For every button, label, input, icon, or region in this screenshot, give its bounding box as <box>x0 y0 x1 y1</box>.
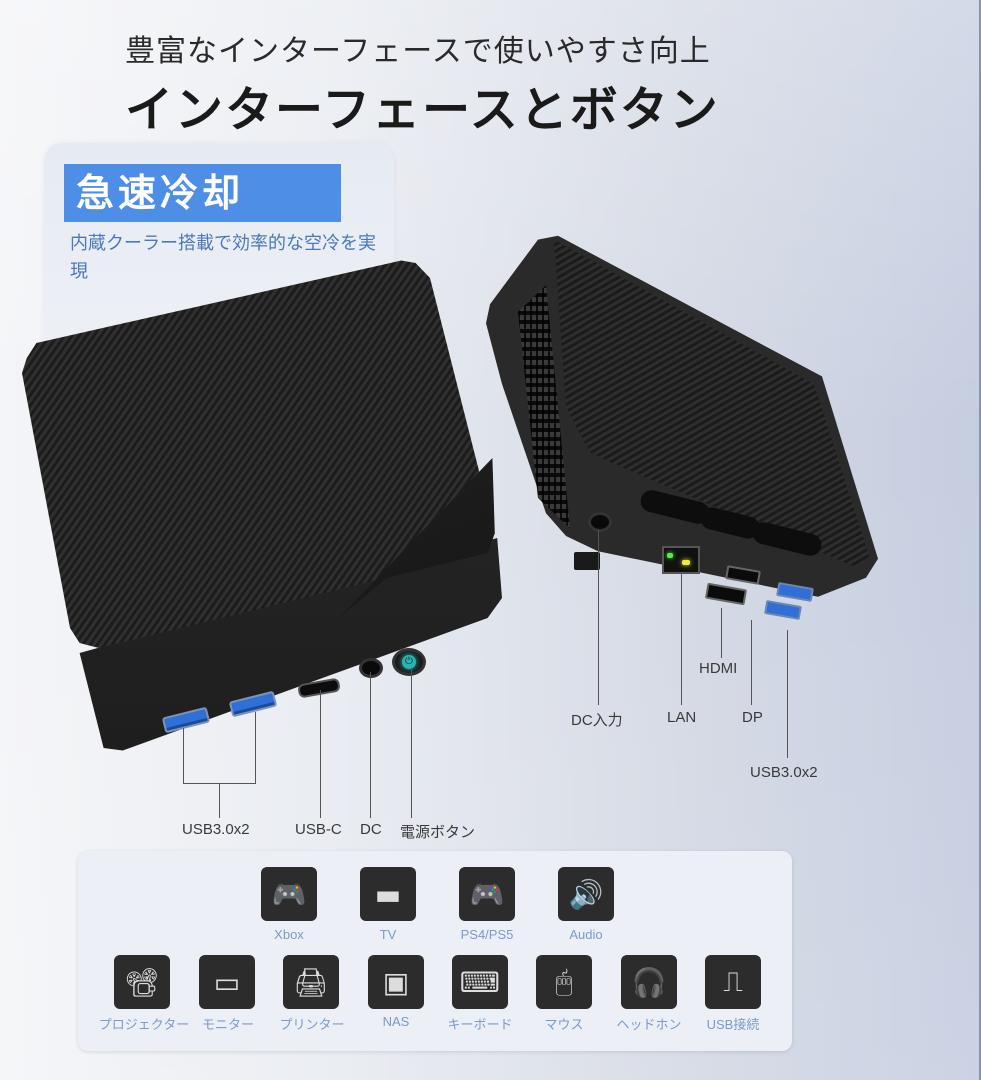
callout-line <box>787 630 788 758</box>
device-label-printer: プリンター <box>279 1017 345 1032</box>
gamepad-icon: 🎮 <box>261 867 317 921</box>
keyboard-icon: ⌨ <box>452 955 508 1009</box>
device-label-projector: プロジェクター <box>98 1017 190 1032</box>
callout-line <box>183 728 184 783</box>
cooling-badge: 急速冷却 <box>64 164 341 222</box>
device-label-usb: USB接続 <box>706 1017 760 1032</box>
device-label-tv: TV <box>379 927 397 942</box>
callout-line <box>598 530 599 705</box>
label-usb3-rear: USB3.0x2 <box>750 764 818 781</box>
lan-port-icon <box>662 546 700 574</box>
device-label-monitor: モニター <box>201 1017 254 1032</box>
usb-stick-icon: ⎍ <box>705 955 761 1009</box>
power-icon: ⏻ <box>402 655 416 669</box>
headphones-icon: 🎧 <box>621 955 677 1009</box>
nas-icon: ▣ <box>368 955 424 1009</box>
label-dc: DC <box>360 821 382 838</box>
device-label-keyboard: キーボード <box>447 1017 513 1032</box>
monitor-icon: ▭ <box>199 955 255 1009</box>
callout-line <box>411 668 412 818</box>
callout-line <box>219 783 220 818</box>
callout-line <box>255 712 256 783</box>
dc-jack-icon <box>359 658 383 678</box>
label-power-button: 電源ボタン <box>400 824 476 841</box>
device-label-ps: PS4/PS5 <box>460 927 514 942</box>
compatible-devices-panel: 🎮 Xbox ▬ TV 🎮 PS4/PS5 🔊 Audio 📽 プロジェクター … <box>78 851 792 1051</box>
rubber-foot <box>574 552 600 570</box>
device-label-audio: Audio <box>569 927 603 942</box>
callout-line <box>320 690 321 818</box>
projector-icon: 📽 <box>114 955 170 1009</box>
label-usb3-front: USB3.0x2 <box>182 821 250 838</box>
label-lan: LAN <box>667 709 697 726</box>
printer-icon: 🖨 <box>283 955 339 1009</box>
label-dc-in: DC入力 <box>571 712 623 729</box>
label-usbc: USB-C <box>295 821 342 838</box>
speaker-icon: 🔊 <box>558 867 614 921</box>
device-label-mouse: マウス <box>544 1017 584 1032</box>
device-label-headphones: ヘッドホン <box>616 1017 682 1032</box>
right-edge-border <box>979 0 981 1080</box>
page-subtitle: 豊富なインターフェースで使いやすさ向上 <box>125 34 711 69</box>
device-label-nas: NAS <box>382 1014 410 1029</box>
device-label-xbox: Xbox <box>274 927 304 942</box>
label-hdmi: HDMI <box>699 660 738 677</box>
callout-line <box>751 620 752 705</box>
callout-line <box>721 608 722 658</box>
mini-pc-front-view <box>22 258 502 758</box>
tv-icon: ▬ <box>360 867 416 921</box>
cooling-description: 内蔵クーラー搭載で効率的な空冷を実現 <box>70 233 376 282</box>
page-title: インターフェースとボタン <box>125 82 720 138</box>
power-button: ⏻ <box>392 648 426 676</box>
callout-line <box>370 672 371 818</box>
callout-line <box>681 572 682 705</box>
dc-in-jack-icon <box>588 512 612 532</box>
controller-icon: 🎮 <box>459 867 515 921</box>
label-dp: DP <box>742 709 763 726</box>
mouse-icon: 🖱 <box>536 955 592 1009</box>
